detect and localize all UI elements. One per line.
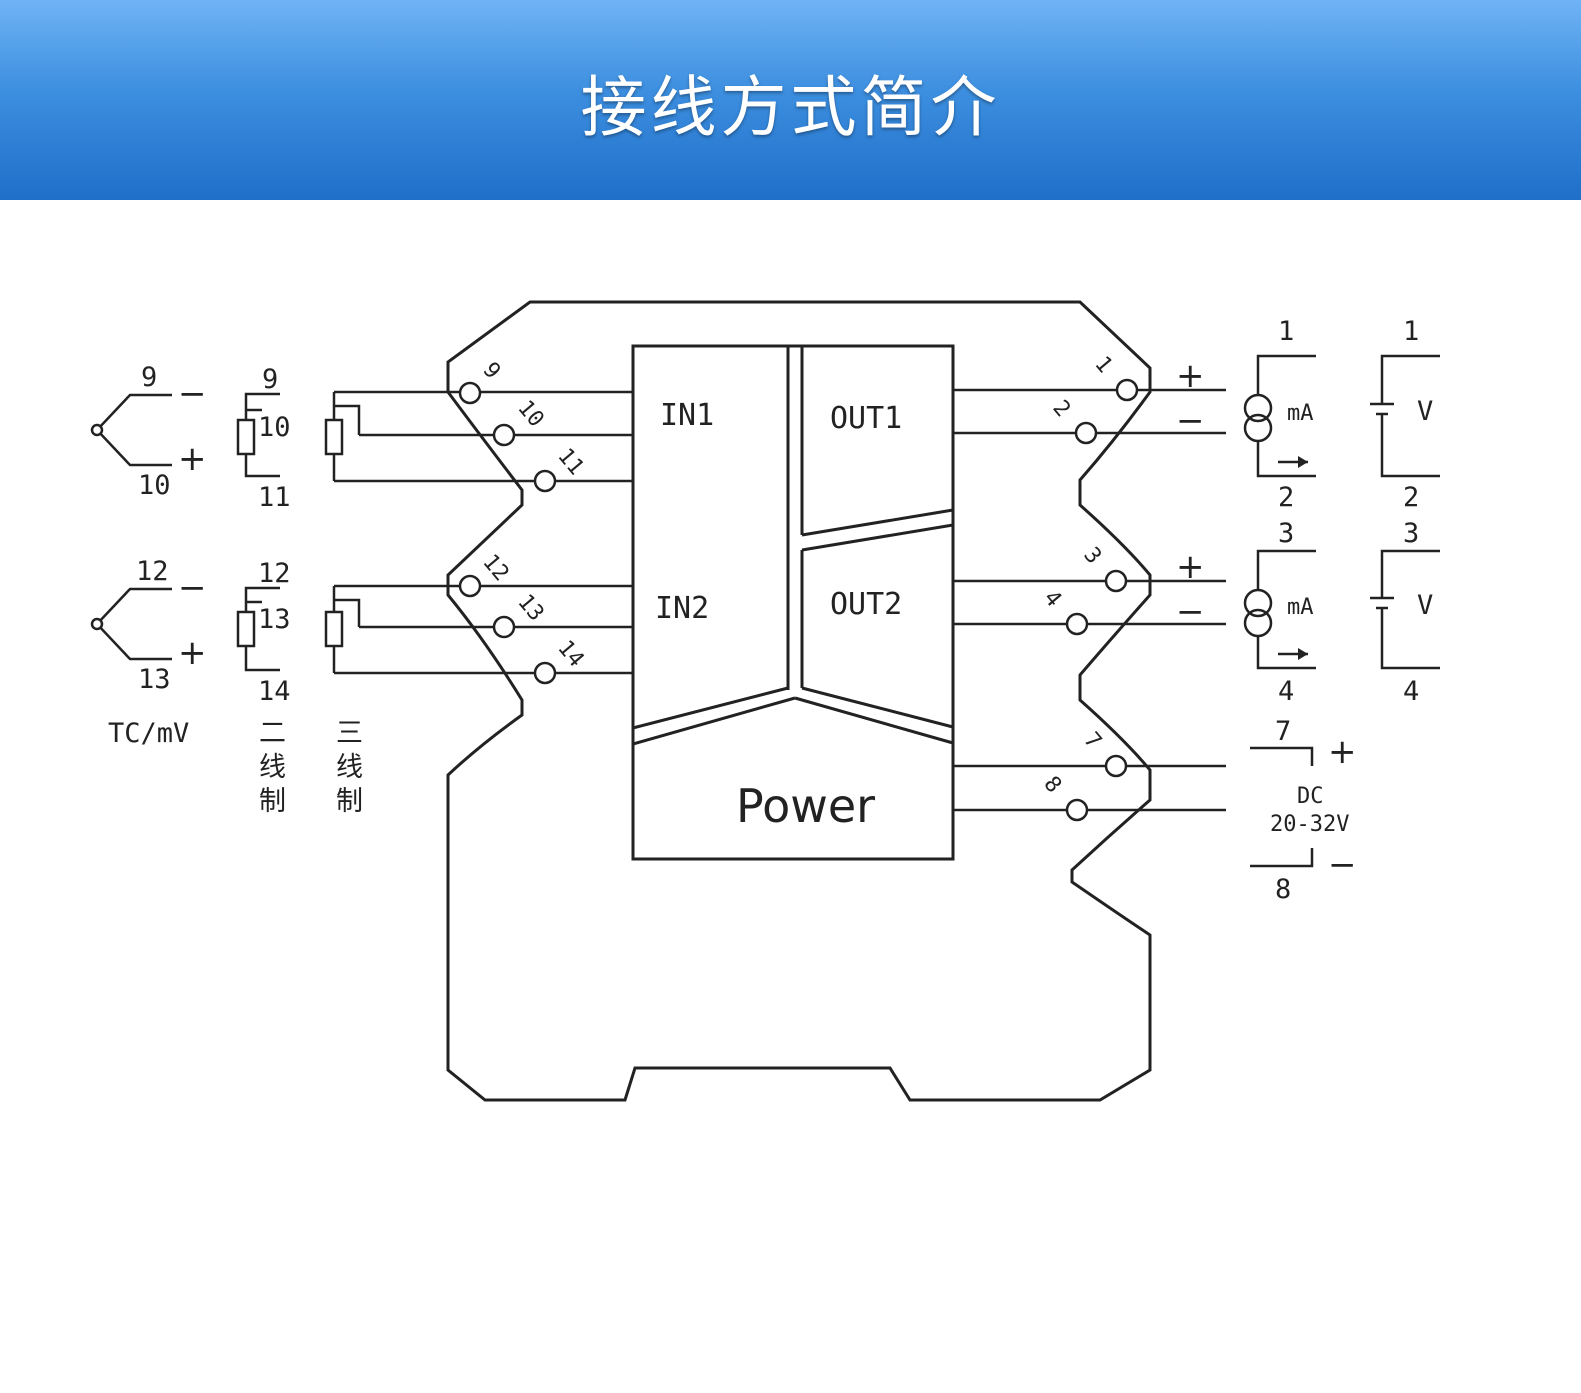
- terminal-7: [1104, 754, 1128, 778]
- terminal-14-label: 14: [552, 636, 588, 672]
- power-supply-symbol: [1250, 746, 1314, 868]
- page-title: 接线方式简介: [580, 69, 1001, 146]
- terminal-12: [458, 574, 482, 598]
- out1-voltage-unit: V: [1417, 396, 1433, 427]
- terminal-13-label: 13: [512, 590, 548, 626]
- three-wire-caption-2: 线: [336, 752, 363, 783]
- in1-label: IN1: [660, 398, 714, 433]
- tc1-plus: +: [178, 439, 207, 479]
- power-plus: +: [1328, 732, 1357, 772]
- two-wire-caption-1: 二: [259, 718, 286, 749]
- power-label: Power: [736, 779, 875, 833]
- terminal-9: [458, 381, 482, 405]
- terminal-12-label: 12: [477, 550, 513, 586]
- terminal-8-label: 8: [1038, 772, 1066, 798]
- out2-current-top: 3: [1278, 518, 1294, 549]
- thermocouple-2-symbol: [90, 587, 172, 661]
- out2-minus: −: [1176, 592, 1205, 632]
- out1-current-unit: mA: [1287, 401, 1314, 426]
- terminal-2-label: 2: [1047, 396, 1075, 422]
- function-block-frame: [631, 344, 955, 861]
- terminal-8: [1065, 798, 1089, 822]
- terminal-10: [492, 423, 516, 447]
- tc2-bottom-label: 13: [138, 664, 171, 695]
- three-wire-caption-1: 三: [336, 718, 363, 749]
- out2-current-unit: mA: [1287, 595, 1314, 620]
- terminal-7-label: 7: [1078, 728, 1106, 754]
- out-power-separator: [801, 686, 954, 729]
- out1-current-bottom: 2: [1278, 482, 1294, 513]
- out2-separator: [801, 523, 954, 552]
- title-banner: 接线方式简介: [0, 0, 1581, 200]
- out2-plus: +: [1176, 547, 1205, 587]
- in-power-separator-2: [632, 696, 796, 746]
- three-wire-caption-3: 制: [336, 786, 363, 817]
- terminal-14: [533, 661, 557, 685]
- rtd-three-wire-1-symbol: [324, 392, 361, 481]
- rtd2w-2-mid-label: 13: [258, 604, 291, 635]
- power-minus: −: [1328, 845, 1357, 885]
- current-source-2-symbol: [1243, 549, 1316, 670]
- terminal-3: [1104, 569, 1128, 593]
- out-power-separator-2: [794, 696, 954, 745]
- rtd2w-1-mid-label: 10: [258, 412, 291, 443]
- current-source-1-symbol: [1243, 354, 1316, 478]
- out1-current-top: 1: [1278, 316, 1294, 347]
- tc1-bottom-label: 10: [138, 470, 171, 501]
- out1-voltage-top: 1: [1403, 316, 1419, 347]
- tc1-top-label: 9: [141, 362, 157, 393]
- power-top-label: 7: [1275, 716, 1291, 747]
- power-range-label: 20-32V: [1270, 812, 1349, 837]
- voltage-output-1-symbol: [1370, 354, 1440, 478]
- thermocouple-1-symbol: [90, 393, 172, 467]
- terminal-11-label: 11: [552, 444, 588, 480]
- module-housing: [446, 300, 1152, 1102]
- tc1-minus: −: [178, 374, 207, 414]
- voltage-output-2-symbol: [1370, 549, 1440, 670]
- in-power-separator: [632, 686, 789, 730]
- rtd-two-wire-2-symbol: [236, 586, 280, 672]
- rtd-two-wire-1-symbol: [236, 392, 280, 478]
- terminal-2: [1074, 421, 1098, 445]
- tc2-top-label: 12: [136, 556, 169, 587]
- terminal-3-label: 3: [1078, 543, 1106, 569]
- out1-separator: [801, 508, 954, 537]
- rtd2w-2-bottom-label: 14: [258, 676, 291, 707]
- out1-label: OUT1: [830, 401, 902, 436]
- out2-voltage-unit: V: [1417, 590, 1433, 621]
- terminal-1-label: 1: [1089, 352, 1117, 378]
- out2-current-bottom: 4: [1278, 676, 1294, 707]
- terminal-13: [492, 615, 516, 639]
- terminal-4: [1065, 612, 1089, 636]
- out2-voltage-bottom: 4: [1403, 676, 1419, 707]
- rtd-three-wire-2-symbol: [324, 586, 361, 673]
- tc-mv-caption: TC/mV: [108, 718, 189, 749]
- terminal-11: [533, 469, 557, 493]
- in2-label: IN2: [655, 591, 709, 626]
- terminal-9-label: 9: [477, 358, 505, 384]
- rtd2w-2-top-label: 12: [258, 558, 291, 589]
- two-wire-caption-2: 线: [259, 752, 286, 783]
- rtd2w-1-top-label: 9: [262, 364, 278, 395]
- tc2-plus: +: [178, 633, 207, 673]
- terminal-1: [1115, 378, 1139, 402]
- tc2-minus: −: [178, 568, 207, 608]
- out2-voltage-top: 3: [1403, 518, 1419, 549]
- two-wire-caption-3: 制: [259, 786, 286, 817]
- terminal-10-label: 10: [512, 396, 548, 432]
- out2-label: OUT2: [830, 587, 902, 622]
- out1-plus: +: [1176, 356, 1205, 396]
- rtd2w-1-bottom-label: 11: [258, 482, 291, 513]
- out1-minus: −: [1176, 401, 1205, 441]
- terminal-4-label: 4: [1038, 586, 1066, 612]
- power-dc-label: DC: [1297, 784, 1324, 809]
- out1-voltage-bottom: 2: [1403, 482, 1419, 513]
- power-bottom-label: 8: [1275, 874, 1291, 905]
